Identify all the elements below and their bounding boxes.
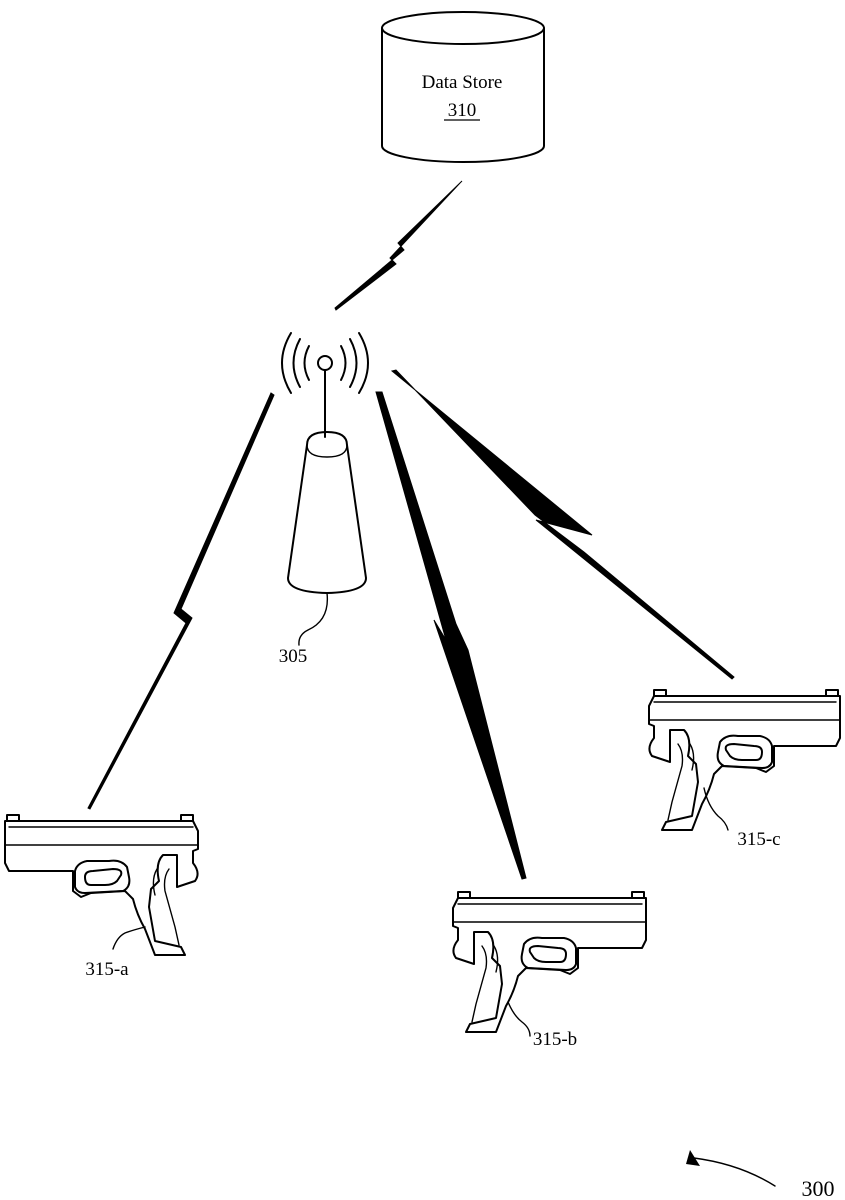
figure-ref-arrow bbox=[686, 1150, 776, 1187]
access-point-ref: 305 bbox=[279, 646, 308, 667]
device-b-handgun bbox=[452, 891, 647, 1037]
link-ap-device-a bbox=[87, 392, 275, 810]
data-store-label: Data Store bbox=[422, 72, 503, 93]
device-c-ref: 315-c bbox=[737, 829, 780, 850]
access-point: 305 bbox=[279, 332, 369, 667]
device-b-ref: 315-b bbox=[533, 1029, 577, 1050]
link-ap-device-c bbox=[390, 369, 735, 680]
figure-ref: 300 bbox=[802, 1176, 835, 1200]
device-c-handgun bbox=[648, 689, 841, 831]
data-store-ref: 310 bbox=[448, 100, 477, 121]
link-datastore-ap bbox=[334, 180, 463, 311]
link-ap-device-b bbox=[375, 391, 527, 880]
device-a-handgun bbox=[4, 814, 199, 956]
data-store: Data Store 310 bbox=[381, 11, 545, 163]
device-a-ref: 315-a bbox=[85, 959, 129, 980]
